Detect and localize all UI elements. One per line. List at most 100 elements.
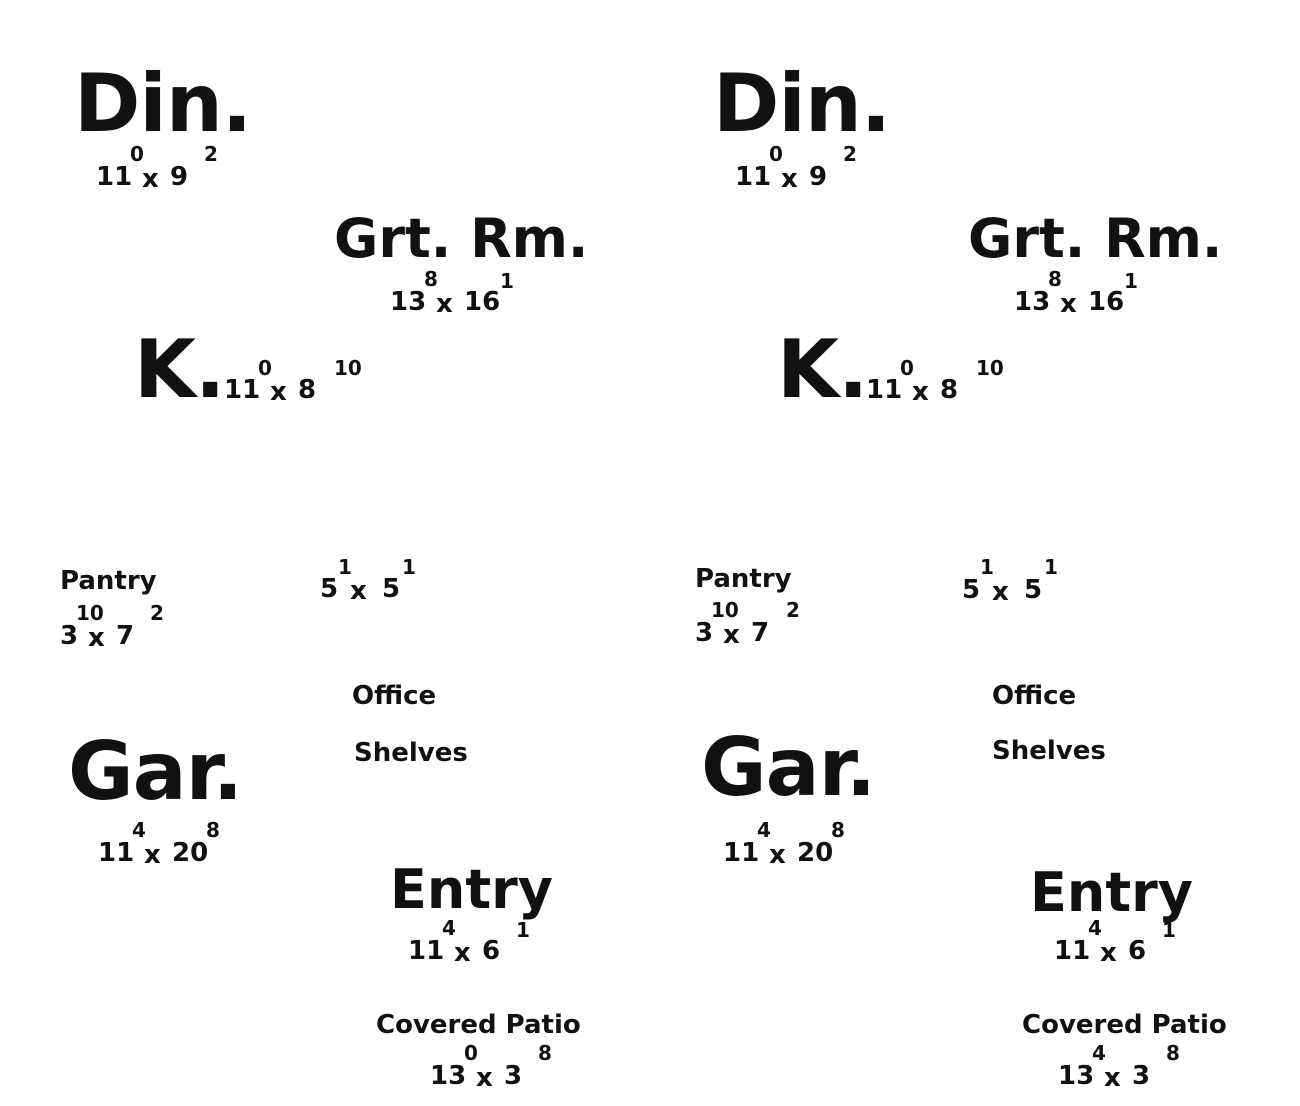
closet-depth-feet: 5: [1024, 575, 1043, 605]
entry-label: Entry: [1030, 861, 1193, 924]
patio-label: Covered Patio: [1022, 1010, 1227, 1040]
kitchen-width-inches: 0: [900, 356, 914, 380]
entry-depth-feet: 6: [482, 936, 501, 966]
closet-width-feet: 5: [320, 574, 339, 604]
entry-depth-inches: 1: [516, 918, 530, 942]
closet-depth-inches: 1: [402, 555, 416, 579]
shelves-label: Shelves: [992, 736, 1106, 766]
kitchen-label: K.: [134, 323, 225, 416]
kitchen-depth-feet: 8: [298, 375, 317, 405]
great-room-width-inches: 8: [424, 267, 438, 291]
kitchen-width-feet: 11: [224, 375, 261, 405]
closet-depth-inches: 1: [1044, 555, 1058, 579]
closet-width-inches: 1: [980, 555, 994, 579]
dining-depth-feet: 9: [170, 162, 189, 192]
office-label: Office: [992, 681, 1077, 711]
patio-times: x: [1104, 1063, 1121, 1093]
closet-depth-feet: 5: [382, 574, 401, 604]
dining-width-inches: 0: [769, 142, 783, 166]
pantry-label: Pantry: [60, 566, 157, 596]
dining-width-inches: 0: [130, 142, 144, 166]
kitchen-depth-feet: 8: [940, 375, 959, 405]
great-room-times: x: [436, 289, 453, 319]
pantry-width-inches: 10: [711, 598, 739, 622]
patio-times: x: [476, 1063, 493, 1093]
great-room-times: x: [1060, 289, 1077, 319]
pantry-depth-inches: 2: [786, 598, 800, 622]
kitchen-times: x: [912, 377, 929, 407]
pantry-depth-feet: 7: [751, 618, 770, 648]
entry-width-feet: 11: [1054, 936, 1091, 966]
pantry-times: x: [88, 623, 105, 653]
floor-plan-right: Din. 11 0 x 9 2 Grt. Rm. 13 8 x 16 1 K. …: [650, 0, 1300, 1106]
kitchen-depth-inches: 10: [976, 356, 1004, 380]
great-room-label: Grt. Rm.: [334, 207, 589, 270]
kitchen-depth-inches: 10: [334, 356, 362, 380]
garage-width-feet: 11: [723, 838, 760, 868]
garage-depth-inches: 8: [831, 818, 845, 842]
patio-width-feet: 13: [430, 1061, 467, 1091]
closet-times: x: [350, 576, 367, 606]
patio-depth-feet: 3: [504, 1061, 523, 1091]
dining-depth-feet: 9: [809, 162, 828, 192]
great-room-depth-feet: 16: [464, 287, 501, 317]
closet-times: x: [992, 577, 1009, 607]
dining-depth-inches: 2: [843, 142, 857, 166]
patio-depth-inches: 8: [538, 1041, 552, 1065]
great-room-label: Grt. Rm.: [968, 207, 1223, 270]
great-room-width-feet: 13: [390, 287, 427, 317]
garage-depth-feet: 20: [172, 838, 209, 868]
dining-width-feet: 11: [96, 162, 133, 192]
kitchen-label: K.: [777, 323, 868, 416]
great-room-depth-inches: 1: [500, 269, 514, 293]
garage-depth-feet: 20: [797, 838, 834, 868]
pantry-width-feet: 3: [60, 621, 79, 651]
pantry-width-inches: 10: [76, 601, 104, 625]
entry-times: x: [454, 938, 471, 968]
pantry-width-feet: 3: [695, 618, 714, 648]
dining-label: Din.: [713, 57, 891, 150]
pantry-depth-inches: 2: [150, 601, 164, 625]
garage-depth-inches: 8: [206, 818, 220, 842]
patio-depth-inches: 8: [1166, 1041, 1180, 1065]
great-room-depth-feet: 16: [1088, 287, 1125, 317]
kitchen-width-feet: 11: [866, 375, 903, 405]
patio-label: Covered Patio: [376, 1010, 581, 1040]
garage-times: x: [144, 840, 161, 870]
garage-label: Gar.: [68, 725, 243, 818]
great-room-depth-inches: 1: [1124, 269, 1138, 293]
entry-depth-inches: 1: [1162, 918, 1176, 942]
dining-times: x: [781, 164, 798, 194]
garage-width-inches: 4: [132, 818, 146, 842]
great-room-width-inches: 8: [1048, 267, 1062, 291]
dining-depth-inches: 2: [204, 142, 218, 166]
floor-plan-left: Din. 11 0 x 9 2 Grt. Rm. 13 8 x 16 1 K. …: [60, 57, 589, 1093]
dining-width-feet: 11: [735, 162, 772, 192]
pantry-label: Pantry: [695, 564, 792, 594]
entry-times: x: [1100, 938, 1117, 968]
entry-width-feet: 11: [408, 936, 445, 966]
closet-width-feet: 5: [962, 575, 981, 605]
entry-label: Entry: [390, 858, 553, 921]
garage-label: Gar.: [701, 721, 876, 814]
closet-width-inches: 1: [338, 555, 352, 579]
dining-times: x: [142, 164, 159, 194]
patio-width-inches: 0: [464, 1041, 478, 1065]
garage-times: x: [769, 840, 786, 870]
kitchen-times: x: [270, 377, 287, 407]
dining-label: Din.: [74, 57, 252, 150]
entry-width-inches: 4: [442, 916, 456, 940]
entry-width-inches: 4: [1088, 916, 1102, 940]
garage-width-inches: 4: [757, 818, 771, 842]
patio-width-feet: 13: [1058, 1061, 1095, 1091]
patio-width-inches: 4: [1092, 1041, 1106, 1065]
pantry-times: x: [723, 620, 740, 650]
great-room-width-feet: 13: [1014, 287, 1051, 317]
office-label: Office: [352, 681, 437, 711]
patio-depth-feet: 3: [1132, 1061, 1151, 1091]
garage-width-feet: 11: [98, 838, 135, 868]
entry-depth-feet: 6: [1128, 936, 1147, 966]
pantry-depth-feet: 7: [116, 621, 135, 651]
shelves-label: Shelves: [354, 738, 468, 768]
kitchen-width-inches: 0: [258, 356, 272, 380]
